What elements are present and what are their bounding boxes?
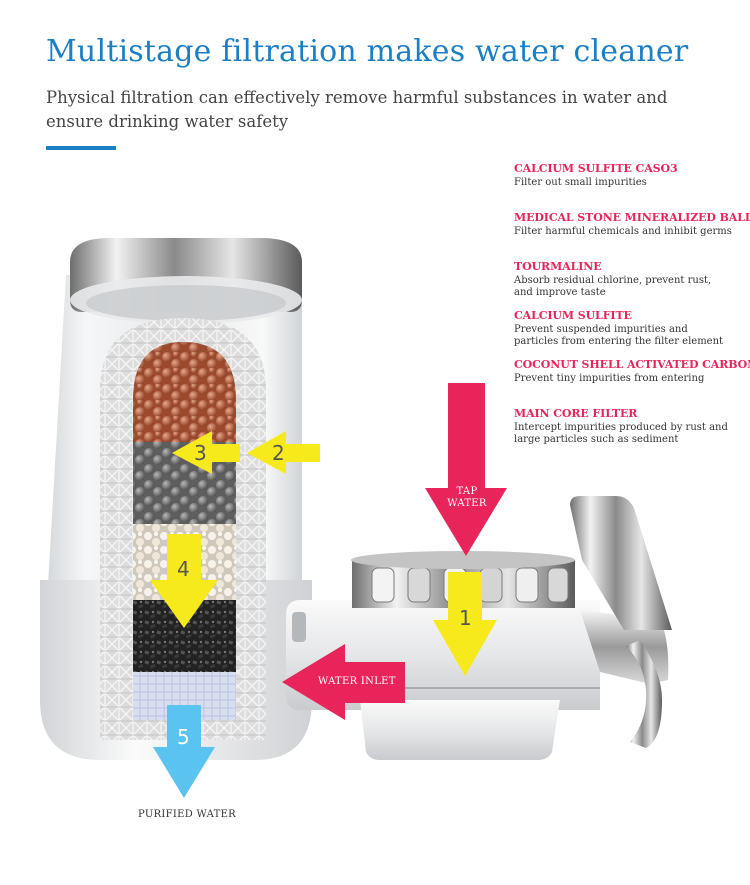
legend-item-desc: Prevent tiny impurities from entering <box>514 373 705 384</box>
legend-item-desc: Filter harmful chemicals and inhibit ger… <box>514 226 732 237</box>
legend-item-name: CALCIUM SULFITE CASO3 <box>514 162 678 175</box>
page-subtitle: Physical filtration can effectively remo… <box>46 88 668 131</box>
legend-item-coconut-carbon: COCONUT SHELL ACTIVATED CARBON Prevent t… <box>514 358 750 385</box>
legend-item-desc: Intercept impurities produced by rust an… <box>514 422 728 445</box>
water-inlet-arrow <box>282 644 405 720</box>
legend-item-desc: Prevent suspended impurities and particl… <box>514 324 724 347</box>
step-3-label: 3 <box>194 441 207 465</box>
diverter-lever[interactable] <box>570 496 672 748</box>
legend-item-desc: Filter out small impurities <box>514 177 647 188</box>
water-inlet-label: WATER INLET <box>318 676 396 687</box>
legend-item-main-core-filter: MAIN CORE FILTER Intercept impurities pr… <box>514 407 746 446</box>
legend-item-name: TOURMALINE <box>514 260 602 273</box>
step-4-arrow <box>150 534 218 628</box>
legend-item-calcium-sulfite-caso3: CALCIUM SULFITE CASO3 Filter out small i… <box>514 162 746 189</box>
step-1-arrow <box>433 572 497 676</box>
legend-item-desc: Absorb residual chlorine, prevent rust, … <box>514 275 712 298</box>
step-1-label: 1 <box>459 606 472 630</box>
step-2-arrow <box>247 431 320 474</box>
purified-water-label: PURIFIED WATER <box>138 809 236 820</box>
legend-item-calcium-sulfite: CALCIUM SULFITE Prevent suspended impuri… <box>514 309 746 348</box>
legend-item-name: MAIN CORE FILTER <box>514 407 638 420</box>
tap-water-arrow <box>425 383 507 556</box>
title-underline <box>46 146 116 150</box>
filter-cutaway <box>100 318 266 740</box>
tourmaline-layer <box>133 342 236 442</box>
legend-item-name: CALCIUM SULFITE <box>514 309 632 322</box>
legend-item-tourmaline: TOURMALINE Absorb residual chlorine, pre… <box>514 260 746 299</box>
step-5-label: 5 <box>177 725 190 749</box>
step-5-arrow <box>153 705 215 798</box>
step-3-arrow <box>172 431 240 474</box>
tap-water-label: TAP WATER <box>447 486 487 509</box>
step-2-label: 2 <box>272 441 285 465</box>
page-title: Multistage filtration makes water cleane… <box>46 34 689 69</box>
legend-item-name: MEDICAL STONE MINERALIZED BALLS <box>514 211 750 224</box>
legend-item-medical-stone: MEDICAL STONE MINERALIZED BALLS Filter h… <box>514 211 750 238</box>
step-4-label: 4 <box>177 557 190 581</box>
legend-item-name: COCONUT SHELL ACTIVATED CARBON <box>514 358 750 371</box>
